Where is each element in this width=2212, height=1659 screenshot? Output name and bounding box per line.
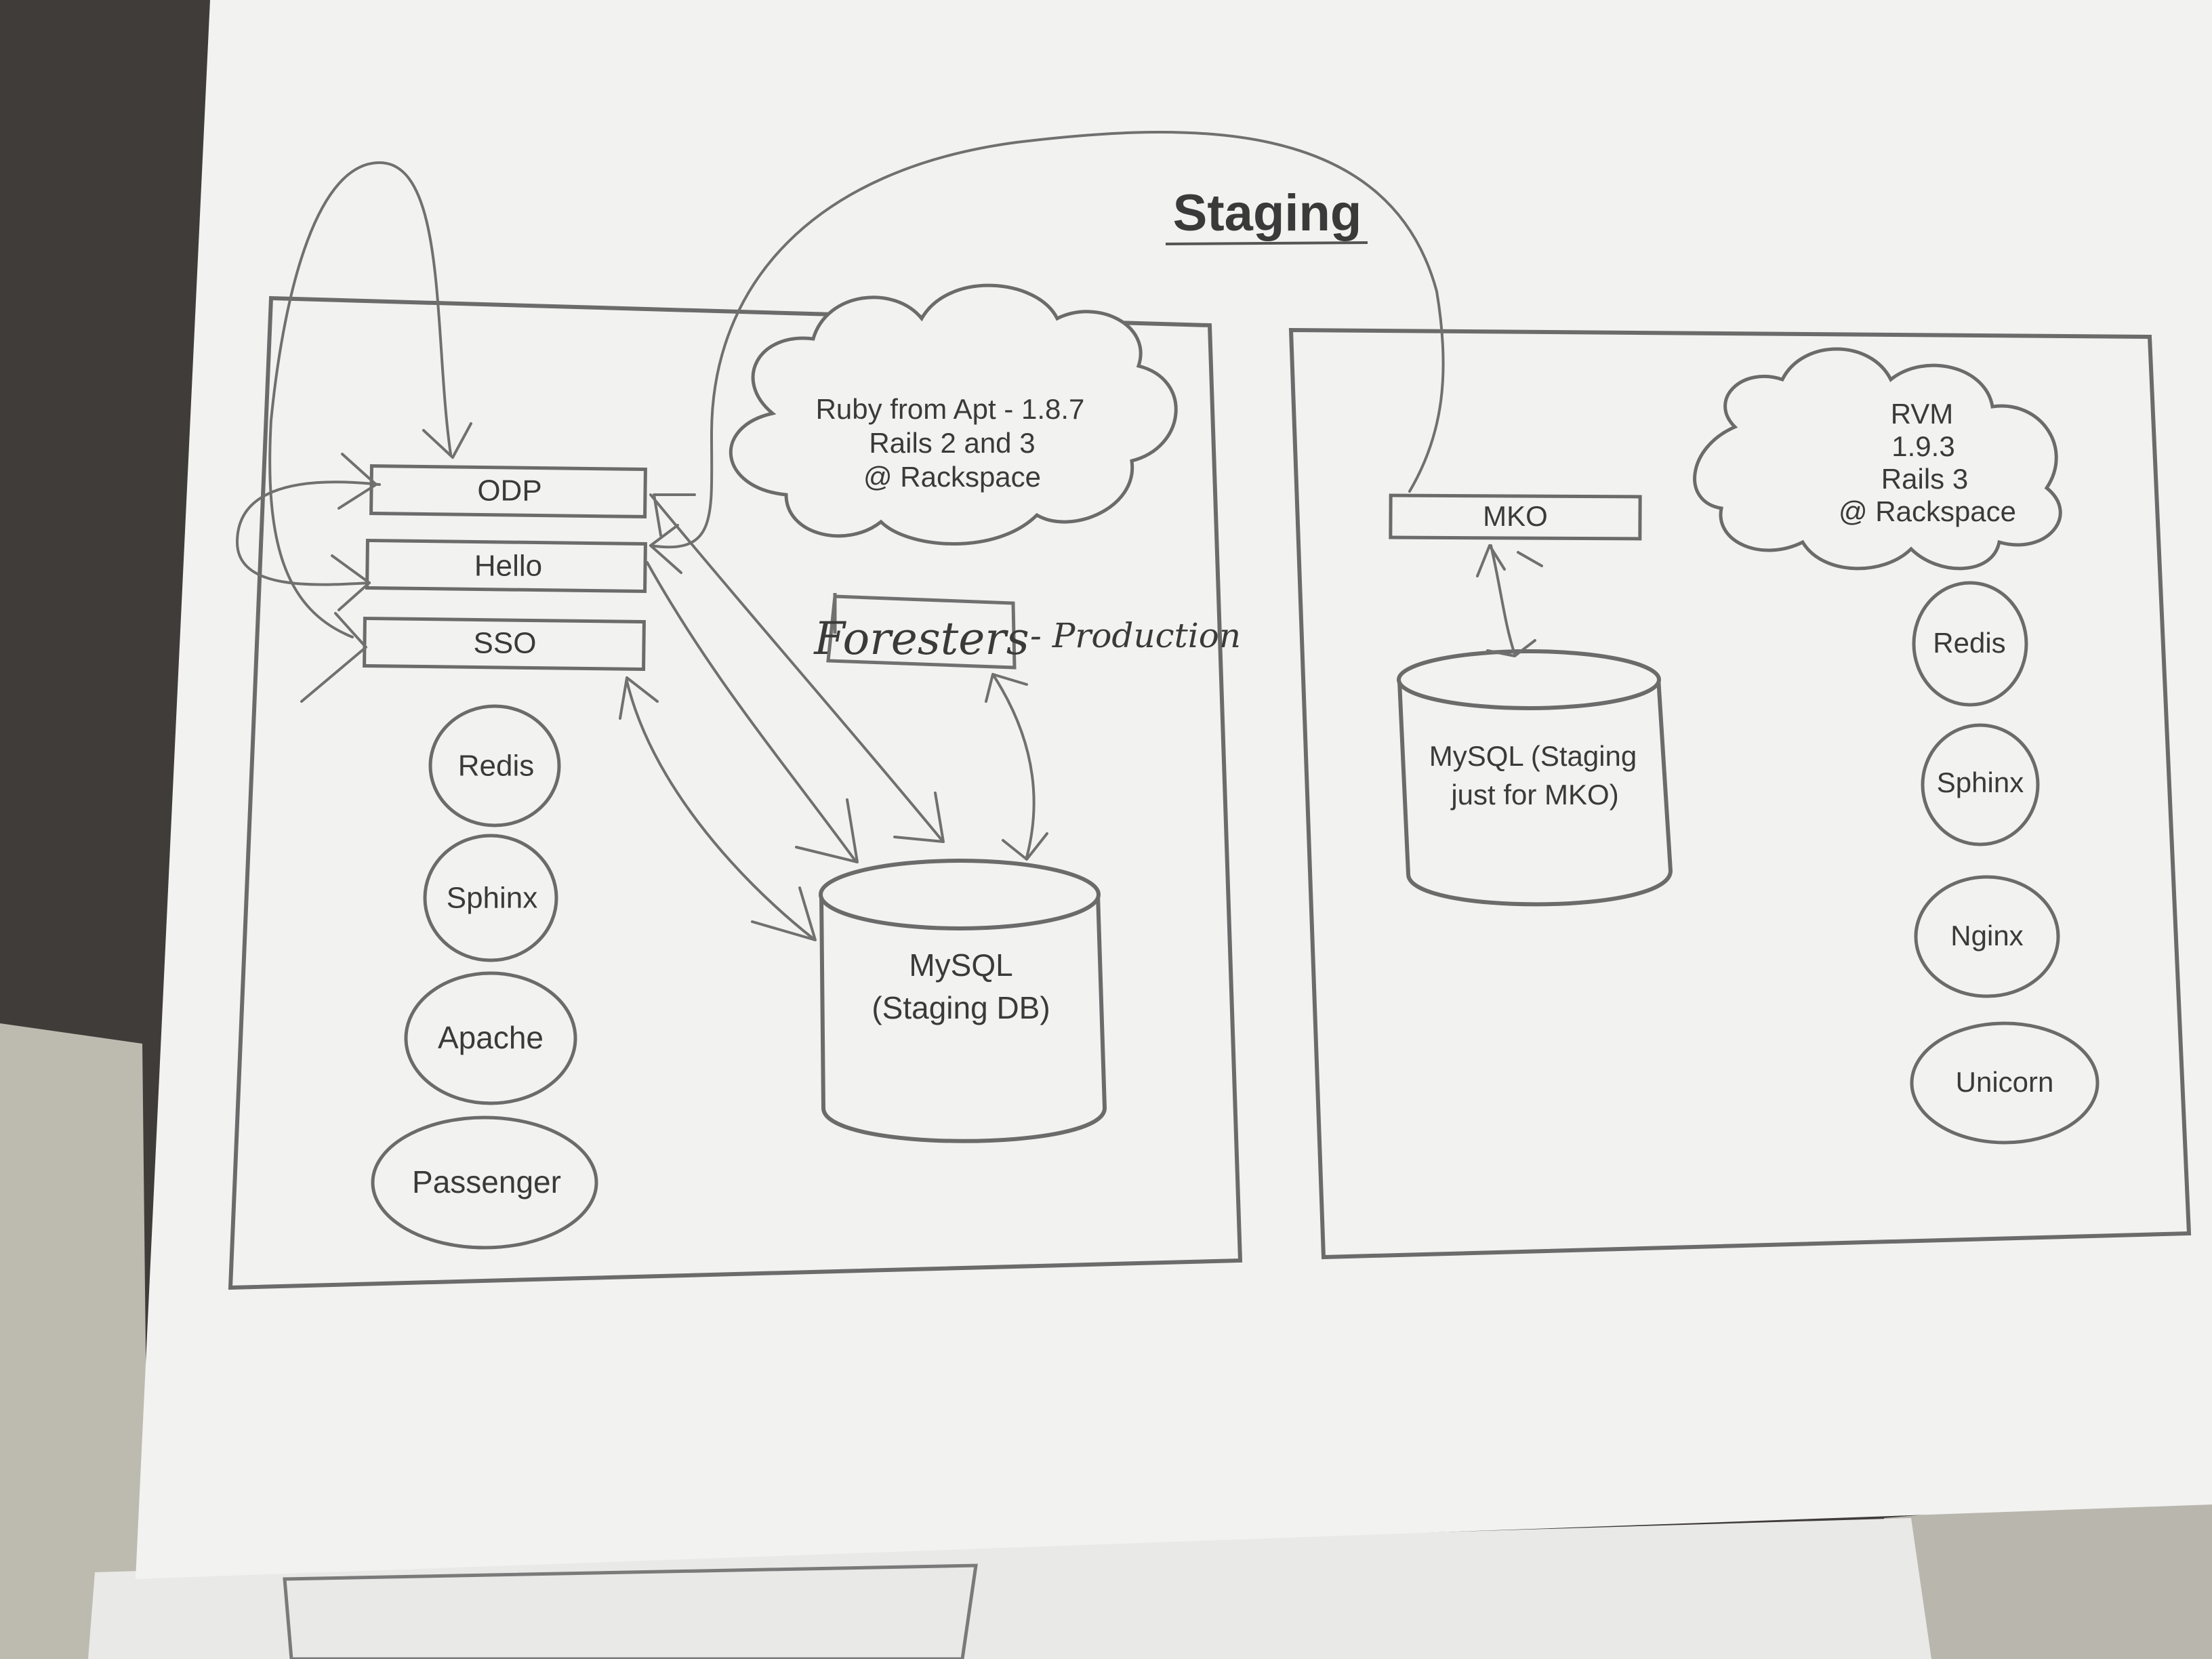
service-label-sphinx-left: Sphinx (447, 882, 538, 915)
pencil-arrow-odp-to-db (649, 493, 943, 842)
app-box-hello (365, 538, 647, 594)
service-label-passenger: Passenger (412, 1164, 561, 1200)
service-label-apache: Apache (438, 1020, 544, 1055)
pencil-arrowhead-left-2 (331, 554, 371, 611)
app-label-mko: MKO (1483, 500, 1548, 532)
carpet-background-right (1884, 1491, 2212, 1659)
app-label-sso: SSO (474, 627, 537, 660)
right-cloud-line-1: RVM (1891, 398, 1954, 430)
service-label-redis-left: Redis (458, 750, 535, 783)
right-cloud-shape (1693, 347, 2062, 571)
pencil-arrowhead-sso (300, 612, 367, 703)
right-cloud-line-2: 1.9.3 (1891, 430, 1954, 462)
handwritten-production-note: - Production (1030, 616, 1241, 655)
service-label-unicorn: Unicorn (1956, 1066, 2054, 1098)
underlying-paper (88, 1518, 1931, 1659)
database-label-left-line-2: (Staging DB) (872, 990, 1050, 1025)
service-label-redis-right: Redis (1933, 627, 2005, 659)
database-label-left-line-1: MySQL (909, 947, 1012, 983)
handwritten-foresters-label: Foresters (813, 613, 1029, 665)
database-label-right-line-1: MySQL (Staging (1429, 740, 1637, 772)
right-cloud-line-4: @ Rackspace (1839, 495, 2016, 527)
pencil-arrowhead-sso-db (751, 886, 817, 941)
right-server-box (1288, 327, 2192, 1260)
pencil-arrow-sso-to-db (626, 680, 815, 940)
database-cylinder-left (819, 859, 1107, 1143)
pencil-arrowhead-mko-top (1476, 544, 1506, 577)
service-circle-sphinx-right (1921, 723, 2040, 846)
paper-sheet (136, 0, 2212, 1579)
carpet-background (0, 1023, 149, 1659)
handwritten-foresters-box (826, 594, 1017, 670)
pencil-arrowhead-odp-top (422, 422, 472, 459)
app-box-sso (363, 616, 646, 672)
pencil-arrowhead-hello-right (649, 524, 682, 574)
database-cylinder-right (1397, 649, 1673, 907)
pencil-arrowhead-mko-side (1517, 551, 1543, 567)
left-cloud-line-2: Rails 2 and 3 (869, 427, 1035, 459)
pencil-arrow-mko-to-db (1490, 544, 1516, 655)
pencil-arrowhead-sso-start (619, 676, 659, 720)
service-circle-sphinx-left (423, 834, 558, 962)
service-circle-apache (404, 971, 577, 1105)
pencil-arrowhead-foresters-top (985, 673, 1028, 703)
diagram-title: Staging (1173, 184, 1362, 242)
pencil-arrow-hello-to-db (646, 561, 857, 862)
pencil-arrowhead-hello-db (795, 798, 859, 863)
pencil-arrowhead-mko-db (1486, 639, 1536, 657)
left-cloud-line-3: @ Rackspace (863, 461, 1041, 493)
service-circle-unicorn (1910, 1021, 2100, 1145)
service-circle-redis-left (428, 704, 561, 827)
pencil-arrowhead-odp-start (653, 493, 696, 537)
app-box-mko (1389, 493, 1642, 541)
service-circle-redis-right (1912, 581, 2028, 707)
app-box-odp (369, 464, 647, 518)
service-label-nginx: Nginx (1950, 920, 2023, 951)
pencil-arrowhead-left-1 (337, 453, 377, 510)
right-cloud-line-3: Rails 3 (1881, 463, 1968, 495)
pencil-arrowhead-odp-db (893, 792, 945, 843)
database-label-right-line-2: just for MKO) (1450, 779, 1618, 811)
pencil-arrow-foresters-to-db (991, 673, 1036, 859)
pencil-arrow-loop-left (236, 480, 381, 586)
app-label-odp: ODP (477, 474, 541, 508)
pencil-arrowhead-foresters-db (1002, 832, 1048, 861)
service-circle-passenger (371, 1115, 598, 1250)
left-cloud-shape (729, 283, 1178, 546)
pencil-arrow-loop-odp (268, 161, 452, 638)
left-cloud-line-1: Ruby from Apt - 1.8.7 (816, 393, 1085, 425)
app-label-hello: Hello (474, 550, 542, 583)
service-circle-nginx (1914, 875, 2060, 998)
title-underline (1165, 241, 1368, 245)
service-label-sphinx-right: Sphinx (1937, 766, 2024, 798)
underlying-paper-box (283, 1563, 978, 1659)
pencil-arrow-hello-to-mko (649, 130, 1445, 549)
